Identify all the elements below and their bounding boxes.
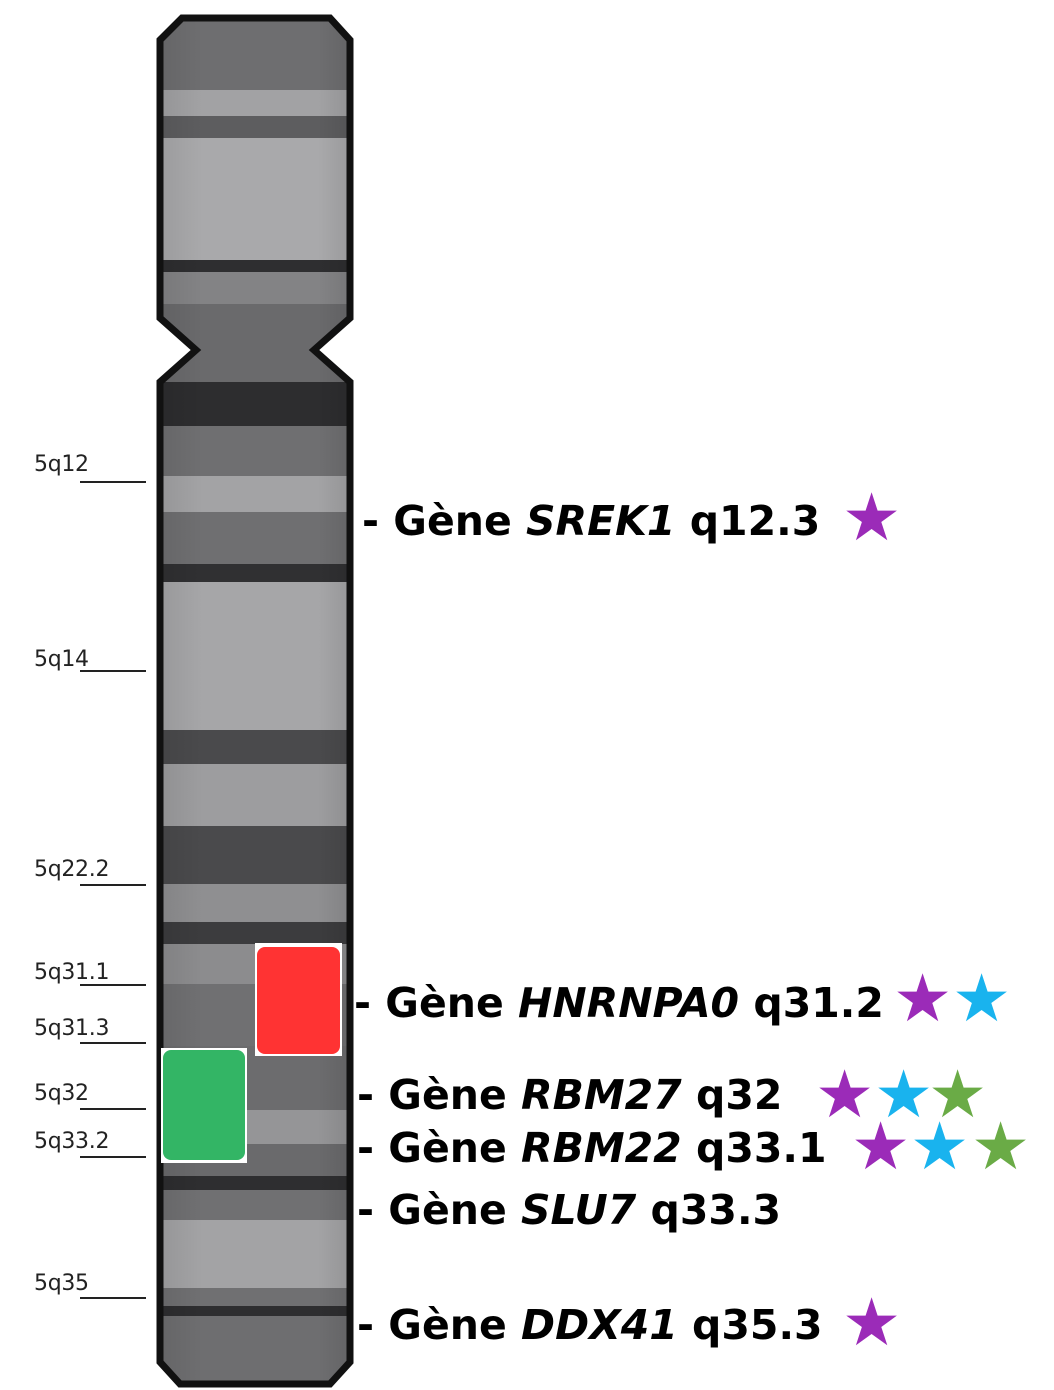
gene-name: RBM27 [521, 1071, 682, 1119]
gene-name: HNRNPA0 [518, 979, 740, 1027]
green-star-icon: ★ [971, 1108, 1031, 1185]
purple-star-icon: ★ [851, 1108, 911, 1185]
chromosome-shading [160, 18, 350, 1384]
band-label: 5q14 [34, 647, 89, 672]
purple-star-icon: ★ [842, 479, 902, 556]
blue-star-icon: ★ [952, 960, 1012, 1037]
band-tick [80, 884, 146, 886]
gene-locus: q33.3 [636, 1186, 782, 1234]
purple-star-icon: ★ [893, 960, 953, 1037]
highlight-box-red [257, 947, 340, 1054]
band-label: 5q33.2 [34, 1129, 110, 1154]
gene-annotation-srek1: - Gène SREK1 q12.3 [362, 501, 820, 542]
gene-annotation-hnrnpa0: - Gène HNRNPA0 q31.2 [354, 983, 884, 1024]
band-tick [80, 984, 146, 986]
green-star-icon: ★ [928, 1056, 988, 1133]
gene-name: RBM22 [521, 1124, 682, 1172]
band-label: 5q31.3 [34, 1016, 110, 1041]
gene-annotation-ddx41: - Gène DDX41 q35.3 [357, 1305, 823, 1346]
gene-annotation-rbm22: - Gène RBM22 q33.1 [357, 1128, 827, 1169]
band-tick [80, 1156, 146, 1158]
gene-prefix: - Gène [354, 979, 519, 1027]
band-label: 5q35 [34, 1271, 89, 1296]
band-label: 5q22.2 [34, 857, 110, 882]
chromosome-bands [160, 18, 350, 1384]
gene-locus: q12.3 [675, 497, 821, 545]
band-tick [80, 481, 146, 483]
gene-annotation-slu7: - Gène SLU7 q33.3 [357, 1190, 781, 1231]
chromosome-outline [156, 14, 354, 1388]
gene-prefix: - Gène [357, 1301, 522, 1349]
gene-prefix: - Gène [357, 1071, 522, 1119]
purple-star-icon: ★ [842, 1284, 902, 1361]
gene-prefix: - Gène [357, 1186, 522, 1234]
blue-star-icon: ★ [874, 1056, 934, 1133]
gene-name: DDX41 [521, 1301, 678, 1349]
blue-star-icon: ★ [910, 1108, 970, 1185]
gene-prefix: - Gène [362, 497, 527, 545]
band-label: 5q12 [34, 452, 89, 477]
band-label: 5q31.1 [34, 960, 110, 985]
gene-name: SLU7 [521, 1186, 637, 1234]
highlight-box-green [163, 1050, 245, 1160]
band-tick [80, 1108, 146, 1110]
gene-prefix: - Gène [357, 1124, 522, 1172]
gene-name: SREK1 [526, 497, 676, 545]
gene-locus: q31.2 [739, 979, 884, 1027]
band-tick [80, 1042, 146, 1044]
band-tick [80, 670, 146, 672]
band-tick [80, 1297, 146, 1299]
gene-locus: q32 [681, 1071, 783, 1119]
band-label: 5q32 [34, 1081, 89, 1106]
gene-locus: q33.1 [681, 1124, 827, 1172]
gene-locus: q35.3 [677, 1301, 823, 1349]
gene-annotation-rbm27: - Gène RBM27 q32 [357, 1075, 782, 1116]
purple-star-icon: ★ [815, 1056, 875, 1133]
